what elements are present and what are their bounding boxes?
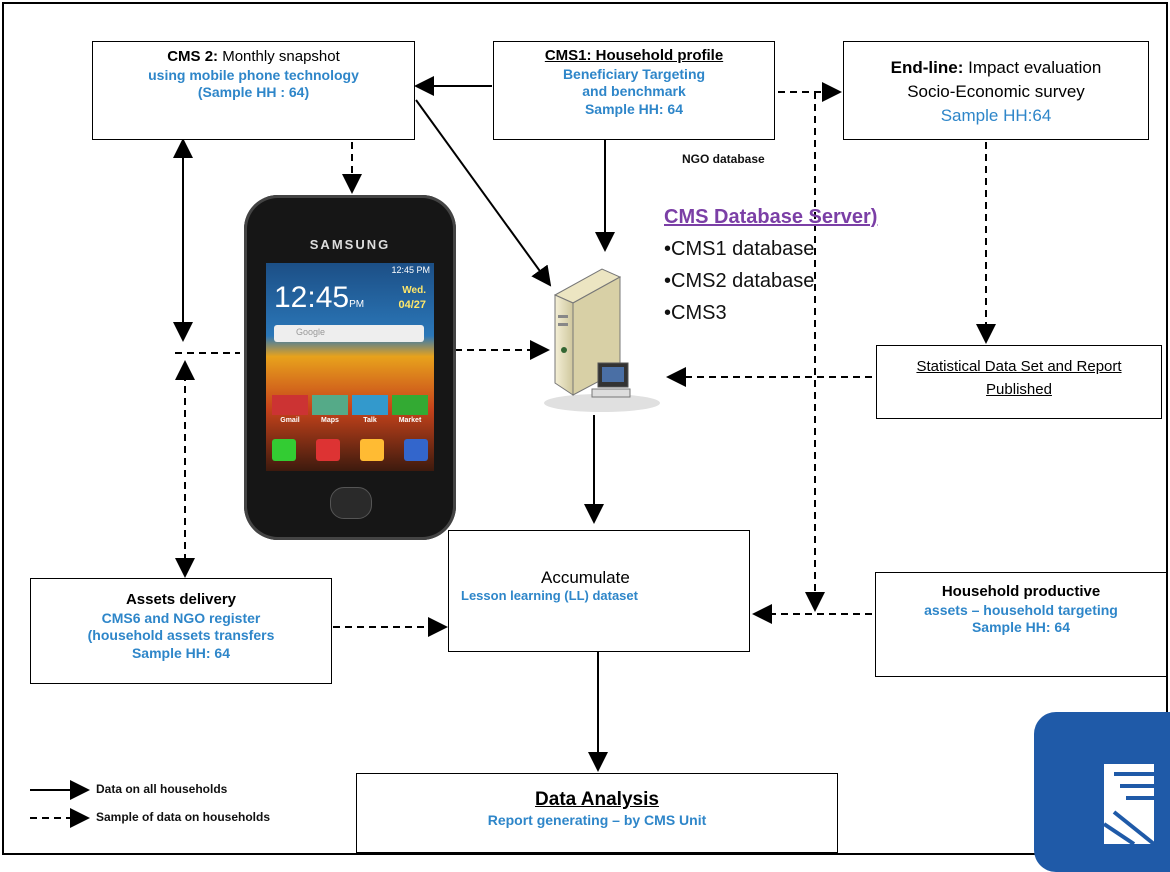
phone-contacts-icon [316,439,340,461]
cms1-title: CMS1: Household profile [544,47,724,64]
ngo-database-label: NGO database [682,152,765,166]
accumulate-box: Accumulate Lesson learning (LL) dataset [448,530,750,652]
logo [1034,712,1170,872]
cms1-line2: Beneficiary Targeting [562,65,706,82]
endline-box: End-line: Impact evaluation Socio-Econom… [843,41,1149,140]
phone-messages-icon [360,439,384,461]
phone-dock [272,439,428,461]
database-item: •CMS2 database [664,270,815,292]
analysis-box: Data Analysis Report generating – by CMS… [356,773,838,853]
analysis-line2: Report generating – by CMS Unit [487,811,707,828]
server-icon [544,268,660,412]
household-line2: assets – household targeting [924,601,1118,618]
legend-dashed-label: Sample of data on households [96,810,271,824]
household-line3: Sample HH: 64 [971,619,1071,636]
assets-line4: Sample HH: 64 [131,644,231,661]
cms1-box: CMS1: Household profile Beneficiary Targ… [493,41,775,140]
assets-line3: (household assets transfers [87,627,275,644]
diagram-frame [2,2,1168,855]
assets-title: Assets delivery [125,591,237,608]
phone-date: 04/27 [398,299,426,311]
logo-emblem [1102,764,1156,846]
phone-home-button [330,487,372,519]
statistical-line1: Statistical Data Set and Report [916,358,1122,375]
endline-title-rest: Impact evaluation [963,58,1102,77]
arrow-cms2-to-server [415,99,552,287]
analysis-title: Data Analysis [535,789,659,810]
accumulate-line2: Lesson learning (LL) dataset [461,588,638,604]
phone-search-bar: Google [274,325,424,342]
cms2-line2: using mobile phone technology [148,66,359,83]
endline-line3: Sample HH:64 [940,105,1052,125]
phone-search-placeholder: Google [296,327,326,337]
logo-stripes-icon [1102,772,1156,846]
cms2-box: CMS 2: Monthly snapshot using mobile pho… [92,41,415,140]
household-box: Household productive assets – household … [875,572,1167,677]
household-title: Household productive [941,583,1101,600]
phone-app-label: Talk [352,395,388,424]
endline-line2: Socio-Economic survey [907,81,1085,101]
phone-clock: 12:45 [274,281,350,314]
statistical-box: Statistical Data Set and Report Publishe… [876,345,1162,419]
legend-solid-label: Data on all households [96,782,228,796]
phone-brand: SAMSUNG [309,237,391,252]
assets-line2: CMS6 and NGO register [101,609,261,626]
mobile-phone: SAMSUNG 12:45 PM 12:45PM Wed. 04/27 Goog… [244,195,456,540]
cms2-line3: (Sample HH : 64) [197,84,310,101]
cms1-line4: Sample HH: 64 [584,100,684,117]
phone-app-label: Gmail [272,395,308,424]
accumulate-line1: Accumulate [541,568,630,587]
endline-title-bold: End-line: [890,58,964,77]
cms2-title-rest: Monthly snapshot [218,48,340,65]
database-item: •CMS1 database [664,238,815,260]
database-title: CMS Database Server) [664,206,878,228]
statistical-line2: Published [986,380,1052,398]
phone-status-time: 12:45 PM [391,265,430,275]
cms2-title-bold: CMS 2: [167,48,219,65]
phone-ampm: PM [349,299,365,310]
cms1-line3: and benchmark [582,83,686,100]
assets-box: Assets delivery CMS6 and NGO register (h… [30,578,332,684]
phone-screen: 12:45 PM 12:45PM Wed. 04/27 Google Gmail… [266,263,434,471]
database-item: •CMS3 [664,302,727,324]
phone-app-label: Maps [312,395,348,424]
phone-call-icon [272,439,296,461]
phone-apps-icon [404,439,428,461]
phone-day: Wed. [402,285,426,296]
phone-app-label: Market [392,395,428,424]
